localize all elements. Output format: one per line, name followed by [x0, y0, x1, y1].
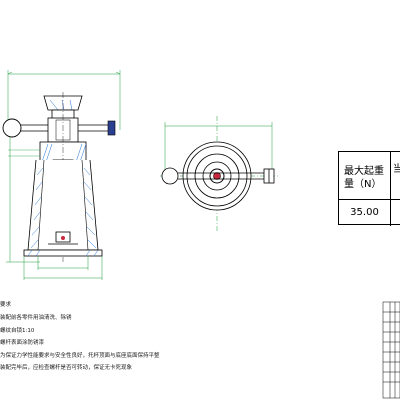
note-line-2: 螺纹自锁1:10 — [0, 328, 35, 334]
dimension-left — [6, 130, 40, 263]
note-line-4: 为保证力学性能要求与安全性良好，托杯顶面与底座底面保持平整 — [0, 353, 160, 359]
dimension-bottom — [23, 256, 103, 280]
note-line-5: 装配完毕后，应检查螺杆是否可转动，保证无卡死现象 — [0, 365, 133, 371]
max-load-value: 35.00 — [339, 200, 391, 226]
title-block — [382, 301, 400, 399]
max-load-header: 最大起重 量（N） — [339, 152, 391, 200]
note-line-3: 螺杆表面涂防锈漆 — [0, 340, 45, 346]
note-line-1: 装配前各零件用油清洗、除锈 — [0, 315, 72, 321]
top-view — [160, 116, 278, 232]
notes-title: 要求 — [0, 302, 12, 308]
next-header-partial: 当 — [391, 152, 400, 200]
handle-bar — [2, 118, 116, 138]
front-section-view — [2, 70, 121, 280]
base-body — [23, 159, 103, 257]
parameter-table: 最大起重 量（N） 当 35.00 — [338, 151, 400, 226]
